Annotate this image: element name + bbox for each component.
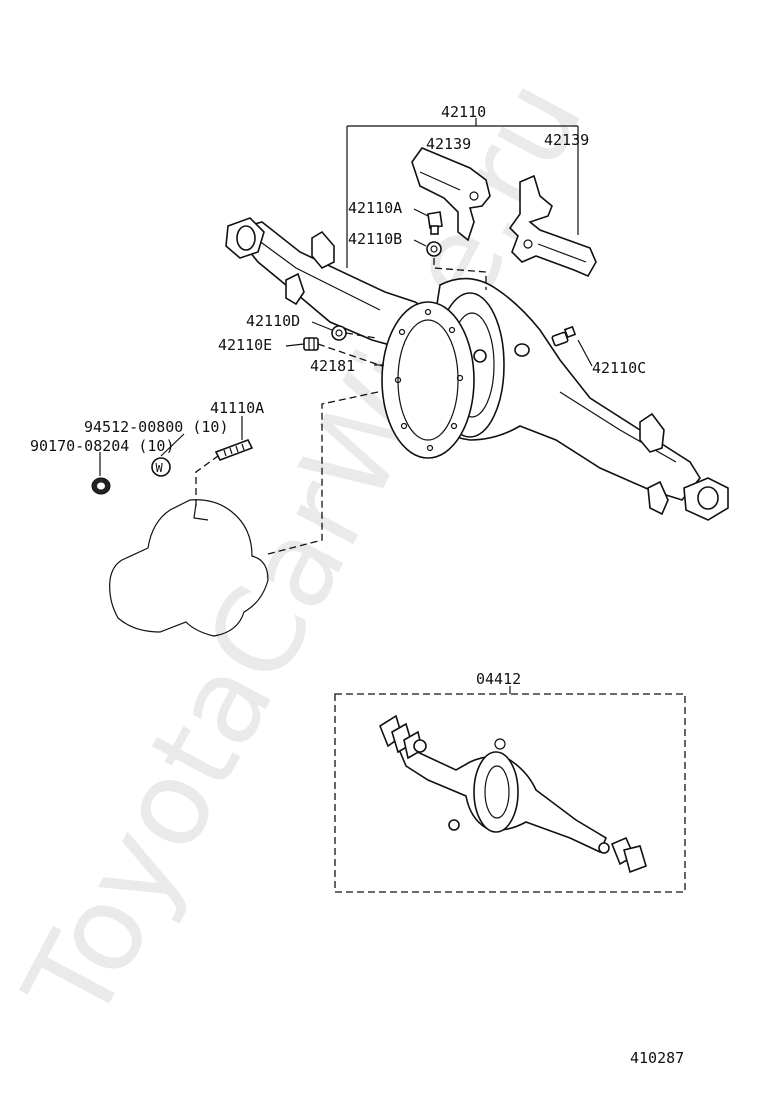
- kit-axle-housing: [379, 714, 647, 874]
- label-42110D: 42110D: [246, 312, 300, 330]
- label-42110E: 42110E: [218, 336, 272, 354]
- watermark-text: ToyotaCarWine.ru: [0, 57, 609, 1044]
- group-bracket-42110: [346, 118, 579, 268]
- label-41110A: 41110A: [210, 399, 264, 417]
- gasket-42181: [381, 301, 475, 459]
- bracket-42139-left: [411, 147, 491, 242]
- nut-42110B: [426, 241, 442, 257]
- leader-94512: [160, 433, 185, 457]
- label-94512: 94512-00800 (10): [84, 418, 229, 436]
- label-42110C: 42110C: [592, 359, 646, 377]
- leader-42110E: [317, 343, 383, 367]
- leader-42110D-tick: [311, 321, 333, 331]
- label-42110A: 42110A: [348, 199, 402, 217]
- washer-94512: W: [151, 457, 171, 477]
- leader-stud: [195, 455, 219, 506]
- leader-42110B: [433, 258, 487, 290]
- nut-90170: [91, 477, 111, 495]
- bolt-42110A: [427, 211, 443, 235]
- stud-bolt-41110A: [214, 438, 254, 462]
- leader-42110B-tick: [413, 239, 427, 247]
- label-04412: 04412: [476, 670, 521, 688]
- leader-42110A: [413, 208, 429, 217]
- label-42139-left: 42139: [426, 135, 471, 153]
- leader-42110D: [345, 332, 377, 339]
- label-42110B: 42110B: [348, 230, 402, 248]
- label-42181: 42181: [310, 357, 355, 375]
- leader-42110C: [577, 339, 593, 367]
- bracket-42139-right: [508, 174, 597, 278]
- label-42110: 42110: [441, 103, 486, 121]
- leader-42110E-tick: [285, 343, 305, 347]
- plug-42110E: [303, 337, 319, 351]
- plug-42110D: [331, 325, 347, 341]
- label-42139-right: 42139: [544, 131, 589, 149]
- kit-box-04412: [334, 693, 686, 893]
- differential-carrier-outline: [109, 499, 269, 637]
- breather-42110C: [551, 325, 577, 347]
- leader-carrier: [267, 391, 379, 555]
- diagram-id: 410287: [630, 1049, 684, 1067]
- label-90170: 90170-08204 (10): [30, 437, 175, 455]
- washer-mark: W: [156, 461, 164, 475]
